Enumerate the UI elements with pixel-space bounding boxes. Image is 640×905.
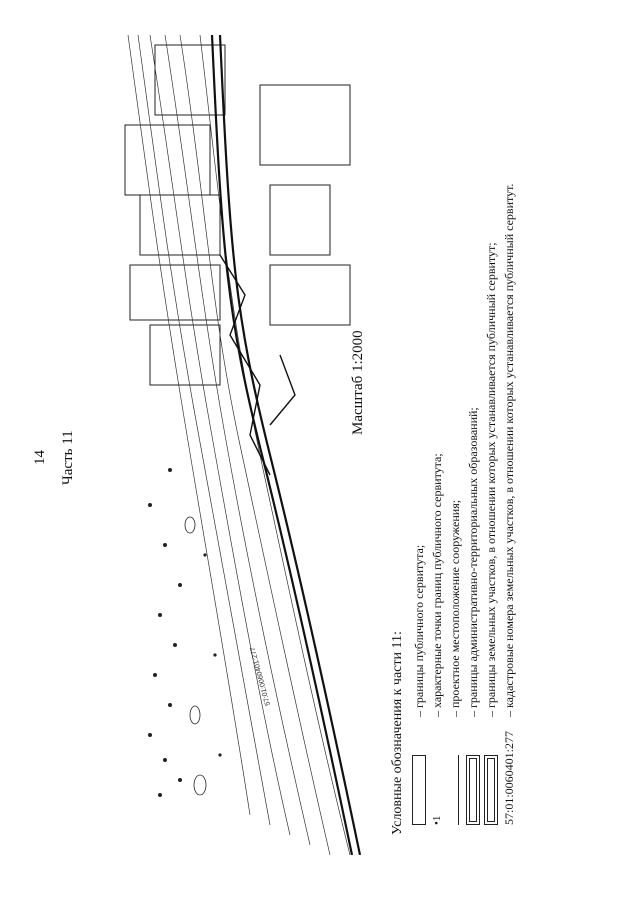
- cadastral-number-symbol: 57:01:0060401:277: [502, 730, 516, 825]
- page-number: 14: [32, 450, 48, 465]
- structure-line-symbol: [458, 755, 459, 825]
- legend-text: – характерные точки границ публичного се…: [430, 453, 444, 717]
- legend: – границы публичного сервитута; •1 – хар…: [410, 25, 536, 825]
- contour-lines: [127, 34, 351, 855]
- admin-boundary-symbol: [466, 755, 480, 825]
- legend-text: – границы публичного сервитута;: [412, 544, 426, 717]
- point-symbols: [148, 468, 222, 797]
- servitude-corridor: [210, 34, 362, 855]
- point-symbol: •1: [431, 815, 443, 825]
- structure-lines: [219, 254, 296, 476]
- parcel-boundary-symbol: [484, 755, 498, 825]
- legend-item: – границы административно-территориальны…: [464, 25, 482, 825]
- legend-text: – границы земельных участков, в отношени…: [484, 242, 498, 717]
- part-title: Часть 11: [60, 430, 76, 485]
- legend-text: – кадастровые номера земельных участков,…: [502, 183, 516, 717]
- legend-text: – проектное местоположение сооружения;: [448, 499, 462, 717]
- legend-item: 57:01:0060401:277 – кадастровые номера з…: [500, 25, 536, 825]
- legend-item: •1 – характерные точки границ публичного…: [428, 25, 446, 825]
- scale-label: Масштаб 1:2000: [350, 330, 366, 435]
- parcel-boundaries: [124, 44, 351, 386]
- legend-item: – границы публичного сервитута;: [410, 25, 428, 825]
- legend-item: – границы земельных участков, в отношени…: [482, 25, 500, 825]
- legend-title: Условные обозначения к части 11:: [390, 631, 405, 835]
- legend-text: – границы административно-территориальны…: [466, 407, 480, 717]
- cadastral-map: 57:01:0060401:277: [124, 34, 362, 855]
- servitude-boundary-symbol: [412, 755, 426, 825]
- legend-item: – проектное местоположение сооружения;: [446, 25, 464, 825]
